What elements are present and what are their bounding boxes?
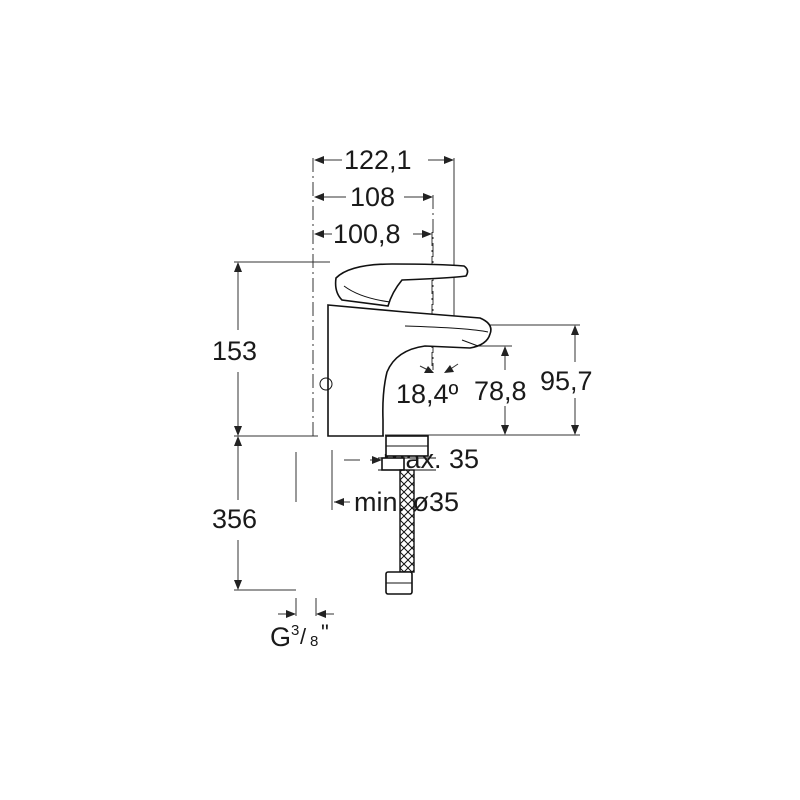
label-height-spout: 78,8	[474, 376, 527, 406]
label-width-inner: 100,8	[333, 219, 401, 249]
dimension-356: 356	[212, 436, 296, 591]
faucet-body	[319, 263, 492, 437]
dimension-78-8: 78,8	[385, 345, 580, 436]
label-thread-numerator: 3	[291, 622, 299, 639]
label-width-total: 122,1	[344, 145, 412, 175]
label-thread-slash: /	[300, 624, 307, 649]
thread-callout: G 3 / 8 "	[270, 598, 334, 652]
dimension-153: 153	[212, 261, 330, 437]
label-height-hose: 356	[212, 504, 257, 534]
label-height-total-right: 95,7	[540, 366, 593, 396]
dimension-100-8: 100,8	[314, 219, 432, 249]
label-thread-denominator: 8	[310, 633, 318, 650]
angle-callout: 18,4º	[396, 363, 459, 409]
flex-hose	[385, 469, 415, 595]
label-thread-unit: "	[321, 620, 329, 645]
label-spout-angle: 18,4º	[396, 379, 459, 409]
label-height-body: 153	[212, 336, 257, 366]
label-thread-letter: G	[270, 622, 291, 652]
dimension-122-1: 122,1	[314, 145, 454, 175]
mounting-details: max. 35 min. ø35	[295, 435, 479, 517]
dimension-108: 108	[314, 182, 433, 212]
label-width-mid: 108	[350, 182, 395, 212]
